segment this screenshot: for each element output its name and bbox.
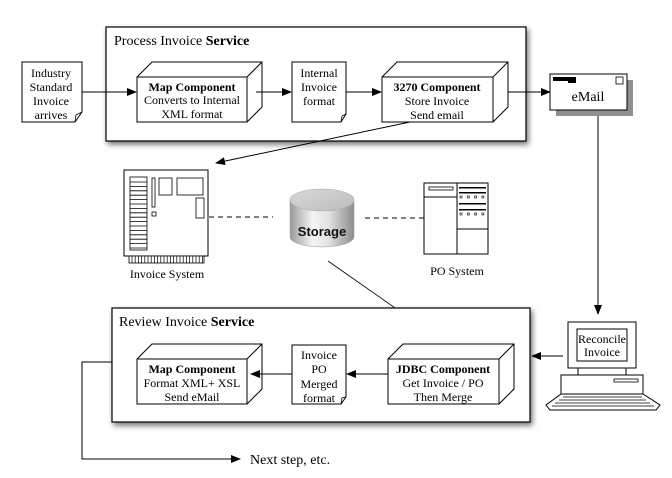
next-step-label: Next step, etc. — [250, 453, 330, 468]
doc-line: PO — [311, 362, 327, 376]
component-title: JDBC Component — [396, 362, 490, 376]
component-3270: 3270 Component Store Invoice Send email — [381, 61, 509, 123]
po-system-label: PO System — [430, 264, 484, 278]
doc-line: Invoice — [33, 94, 69, 108]
component-line: Store Invoice — [405, 94, 469, 108]
storage-cylinder: Storage — [289, 188, 355, 248]
doc-line: Invoice — [301, 80, 337, 94]
component-title: Map Component — [148, 80, 235, 94]
component-line: Send email — [410, 108, 464, 122]
doc-line: format — [303, 94, 336, 108]
reconcile-workstation: Reconcile Invoice — [545, 321, 661, 411]
component-line: Converts to Internal — [144, 93, 241, 107]
component-title: 3270 Component — [393, 80, 480, 94]
reconcile-line: Reconcile — [578, 332, 626, 346]
po-system-icon: PO System — [423, 182, 489, 278]
arrow-to-next-step — [81, 361, 241, 463]
doc-line: Industry — [31, 66, 71, 80]
storage-label: Storage — [298, 224, 346, 239]
merged-format-document: Invoice PO Merged format — [291, 344, 347, 405]
doc-line: format — [303, 391, 336, 405]
doc-line: arrives — [35, 108, 68, 122]
email-label: eMail — [572, 90, 605, 105]
email-envelope: eMail — [549, 73, 633, 116]
component-title: Map Component — [148, 362, 235, 376]
process-service-title: Process Invoice Service — [114, 34, 249, 49]
doc-line: Standard — [30, 80, 73, 94]
map-component-process: Map Component Converts to Internal XML f… — [136, 61, 263, 123]
map-component-review: Map Component Format XML+ XSL Send eMail — [136, 343, 263, 405]
component-line: Format XML+ XSL — [144, 376, 241, 390]
internal-invoice-document: Internal Invoice format — [291, 61, 347, 123]
component-line: Send eMail — [165, 390, 221, 404]
invoice-system-icon: Invoice System — [123, 169, 209, 281]
component-line: XML format — [161, 107, 223, 121]
stamp-icon — [615, 76, 624, 85]
doc-line: Merged — [300, 377, 337, 391]
jdbc-component: JDBC Component Get Invoice / PO Then Mer… — [387, 343, 515, 405]
reconcile-line: Invoice — [584, 345, 620, 359]
component-line: Then Merge — [414, 390, 473, 404]
component-line: Get Invoice / PO — [403, 376, 484, 390]
doc-line: Internal — [300, 66, 338, 80]
doc-line: Invoice — [301, 348, 337, 362]
review-service-title: Review Invoice Service — [119, 315, 254, 330]
invoice-system-label: Invoice System — [130, 267, 205, 281]
arrow-3270-to-invoice-system — [215, 121, 411, 166]
industry-invoice-document: Industry Standard Invoice arrives — [21, 61, 83, 123]
